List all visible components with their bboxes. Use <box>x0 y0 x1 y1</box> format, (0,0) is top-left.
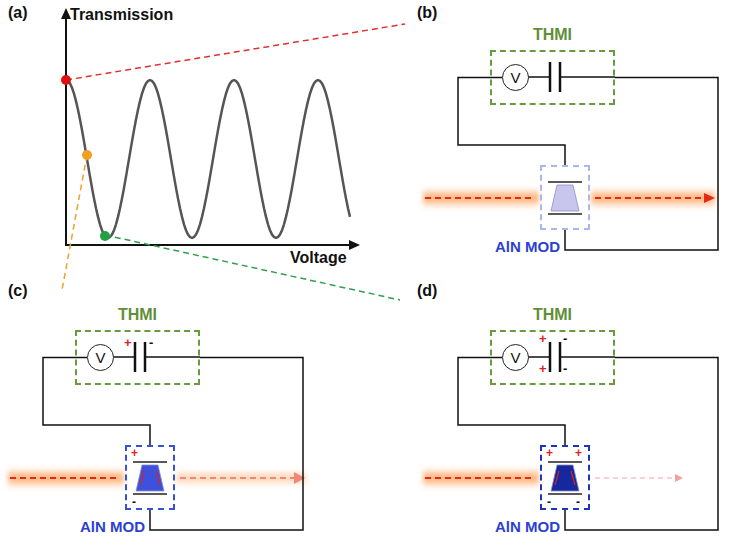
wire <box>560 76 615 78</box>
wire <box>560 356 615 358</box>
thmi-box: THMIV <box>490 330 615 385</box>
beam-line <box>425 477 535 479</box>
field-line <box>140 471 160 485</box>
light-beam <box>591 187 715 209</box>
panel-label: (c) <box>8 282 28 300</box>
wire <box>111 356 135 358</box>
modulator-drawing <box>542 167 588 228</box>
device-label: AlN MOD <box>80 518 145 536</box>
operating-point <box>61 75 71 85</box>
light-beam <box>423 187 539 209</box>
voltage-source: V <box>87 344 114 371</box>
modulator-box: AlN MOD <box>540 165 590 230</box>
operating-point <box>82 150 92 160</box>
light-beam <box>8 467 124 489</box>
voltage-source: V <box>502 344 529 371</box>
panel-label: Voltage <box>290 249 347 267</box>
electrode <box>548 493 582 495</box>
capacitor-plate <box>559 62 562 92</box>
x-axis <box>65 244 352 246</box>
beam-arrowhead <box>675 474 683 482</box>
light-beam <box>176 469 306 487</box>
axis-arrowhead <box>349 240 360 250</box>
panel-label: Transmission <box>70 6 173 24</box>
capacitor-plate <box>134 342 137 372</box>
group-heading: THMI <box>533 25 572 45</box>
y-axis <box>65 16 67 246</box>
field-line <box>555 471 575 485</box>
electrode <box>133 461 167 463</box>
group-heading: THMI <box>533 305 572 325</box>
polarity-sign: - <box>132 495 136 509</box>
thmi-box: THMIV <box>490 50 615 105</box>
wire <box>526 356 550 358</box>
beam-line <box>425 197 535 199</box>
capacitor-plate <box>549 62 552 92</box>
electrode <box>133 493 167 495</box>
beam-line <box>595 197 705 199</box>
transmission-curve <box>66 80 350 238</box>
polarity-sign: - <box>563 331 567 346</box>
aln-waveguide <box>551 465 579 491</box>
polarity-sign: + <box>539 361 547 376</box>
polarity-sign: + <box>131 446 138 460</box>
leader-line <box>66 24 405 80</box>
capacitor-plate <box>144 342 147 372</box>
aln-waveguide <box>136 465 164 491</box>
source-symbol-label: V <box>510 350 520 366</box>
panel-label: (b) <box>417 4 437 22</box>
leader-line <box>105 235 400 300</box>
electrode <box>548 181 582 183</box>
group-heading: THMI <box>118 305 157 325</box>
thmi-box: THMIV <box>75 330 200 385</box>
polarity-sign: + <box>539 331 547 346</box>
beam-line <box>10 477 120 479</box>
beam-line <box>180 477 295 479</box>
polarity-sign: + <box>546 446 553 460</box>
polarity-sign: - <box>547 495 551 509</box>
polarity-sign: - <box>149 335 153 350</box>
polarity-sign: - <box>576 495 580 509</box>
aln-waveguide <box>551 185 579 211</box>
polarity-sign: + <box>124 335 132 350</box>
capacitor-plate <box>559 342 562 372</box>
operating-point <box>100 231 110 241</box>
source-symbol-label: V <box>510 70 520 86</box>
electrode <box>548 461 582 463</box>
curve-line <box>66 80 350 238</box>
beam-line <box>595 477 675 478</box>
electrode <box>548 213 582 215</box>
voltage-source: V <box>502 64 529 91</box>
capacitor-plate <box>549 342 552 372</box>
source-symbol-label: V <box>95 350 105 366</box>
panel-label: (d) <box>417 282 437 300</box>
wire <box>526 76 550 78</box>
device-label: AlN MOD <box>495 238 560 256</box>
device-label: AlN MOD <box>495 518 560 536</box>
leader-line <box>62 155 87 290</box>
wire <box>145 356 200 358</box>
light-beam <box>423 467 539 489</box>
beam-arrowhead <box>704 193 715 203</box>
panel-label: (a) <box>8 4 28 22</box>
polarity-sign: + <box>575 446 582 460</box>
axis-arrowhead <box>61 8 71 19</box>
polarity-sign: - <box>563 361 567 376</box>
